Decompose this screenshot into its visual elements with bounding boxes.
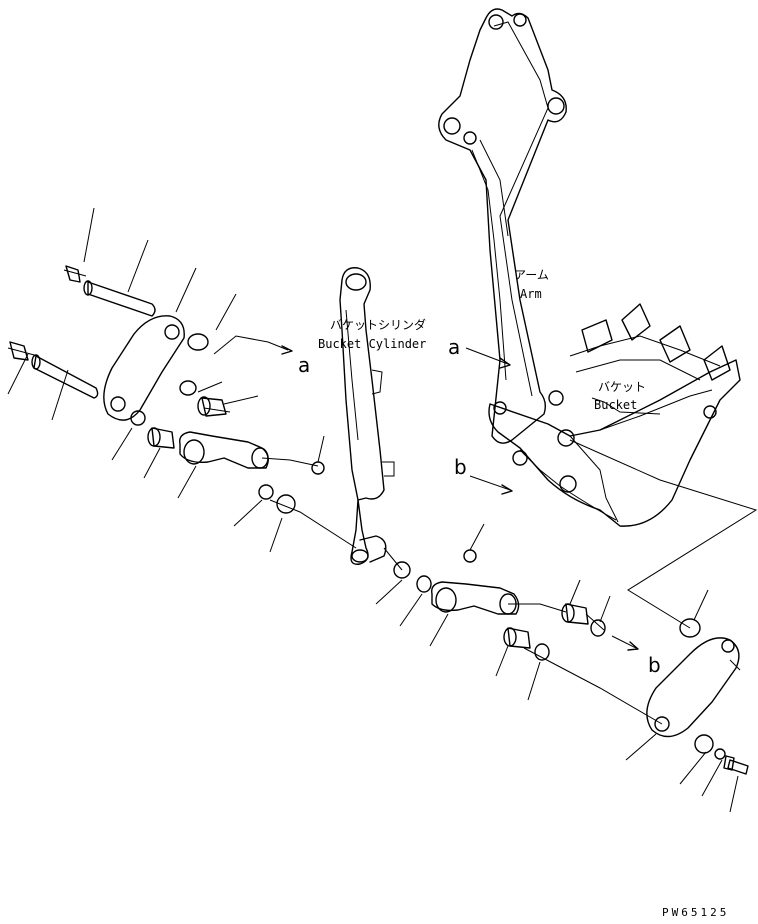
- link-plate-left: [103, 315, 185, 421]
- right-small-parts: [393, 549, 701, 661]
- pin-lower: [7, 341, 99, 399]
- drawing-code: PW65125: [662, 906, 729, 919]
- arm-label-en: Arm: [520, 287, 542, 301]
- arm-label-jp: アーム: [514, 268, 549, 282]
- ref-b-upper: b: [454, 455, 467, 479]
- link-plate-right: [646, 637, 749, 775]
- left-small-parts: [130, 333, 325, 514]
- bucket-label-jp: バケット: [598, 380, 646, 394]
- ref-a-left: a: [298, 353, 310, 377]
- bucket-cylinder-label-jp: バケットシリンダ: [330, 317, 426, 332]
- bucket-cylinder-label-en: Bucket Cylinder: [318, 337, 426, 351]
- bucket-cylinder: [339, 267, 395, 565]
- ref-a-right: a: [448, 335, 460, 359]
- arm-assembly: [438, 8, 567, 444]
- leader-lines: [7, 207, 758, 813]
- pin-upper: [63, 265, 156, 317]
- ref-b-lower: b: [648, 653, 661, 677]
- link-right: [431, 581, 520, 615]
- bucket-label-en: Bucket: [594, 398, 637, 412]
- bucket-assembly: [488, 303, 741, 527]
- link-left: [179, 431, 269, 469]
